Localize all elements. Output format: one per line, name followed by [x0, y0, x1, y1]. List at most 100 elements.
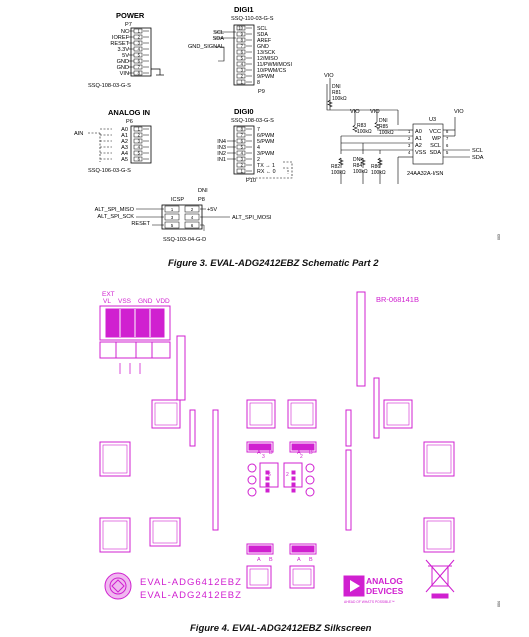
fig3-side-id: 003 — [497, 234, 501, 240]
power-title: POWER — [116, 11, 145, 20]
digit1-pin-number: 10 — [238, 26, 243, 31]
digit0-right-label: TX → 1 — [257, 163, 275, 169]
resistor-label: R81 — [332, 90, 341, 96]
power-pin-label: 5V — [122, 53, 129, 59]
eeprom-right-pin: VCC — [429, 129, 441, 135]
eeprom-right-pin-number: 7 — [446, 136, 449, 141]
digit1-left-label: SDA — [212, 36, 224, 42]
silk-name-2412: EVAL-ADG2412EBZ — [140, 590, 242, 601]
eeprom-signal-scl: SCL — [472, 148, 483, 154]
analog-pin-number: 4 — [138, 145, 141, 150]
resistor-label: R84 — [353, 163, 362, 169]
digit1-left-label: GND_SIGNAL — [188, 44, 224, 50]
pad-letter: A — [297, 557, 301, 563]
eeprom-right-pin: SDA — [429, 150, 441, 156]
analog-pin-label: A5 — [121, 157, 128, 163]
power-pin-label: IOREF — [112, 35, 130, 41]
digit0-left-label: IN3 — [217, 145, 226, 151]
digit1-pin-number: 8 — [241, 38, 244, 43]
digit1-pin-number: 7 — [241, 44, 244, 49]
pad-letter: A — [297, 450, 301, 456]
right-header-strip — [356, 291, 366, 387]
power-pin-number: 4 — [138, 47, 141, 52]
digit1-part: SSQ-110-03-G-S — [231, 16, 274, 22]
analog-pin-number: 2 — [138, 133, 141, 138]
logo-line-analog: ANALOG — [366, 576, 403, 586]
silk-name-6412: EVAL-ADG6412EBZ — [140, 577, 242, 588]
digit0-right-label: 3/PWM — [257, 151, 274, 157]
digit1-right-labels: SCLSDAAREFGND13/SCK12/MISO11/PWM/MOSI10/… — [257, 26, 292, 86]
digit0-pin-number: 1 — [241, 169, 244, 174]
digit0-pin-number: 5 — [241, 145, 244, 150]
header-strip-e — [373, 377, 380, 439]
analog-pin-number: 6 — [138, 157, 141, 162]
icsp-pin-number: 5 — [171, 223, 174, 228]
logo-tagline: AHEAD OF WHAT'S POSSIBLE™ — [344, 600, 395, 604]
vio-label-4: VIO — [454, 109, 464, 115]
resistor-label: 100kΩ — [353, 169, 368, 175]
silk-top-label: VL — [103, 298, 111, 305]
power-pin-number: 3 — [138, 41, 141, 46]
icsp-right-label: ALT_SPI_MOSI — [232, 215, 272, 221]
digit1-pin-number: 9 — [241, 32, 244, 37]
icsp-dni: DNI — [198, 188, 208, 194]
digit1-left-label: SCL — [213, 30, 224, 36]
silk-top-label: GND — [138, 298, 153, 305]
silk-board-id: BR-068141B — [376, 295, 419, 304]
resistor-label: DNI — [353, 157, 362, 163]
power-pin-number: 8 — [138, 71, 141, 76]
eeprom-signal-sda: SDA — [472, 155, 484, 161]
fiducial-badge — [104, 572, 132, 600]
power-part: SSQ-108-03-G-S — [88, 83, 131, 89]
header-strip-a — [189, 409, 196, 447]
analog-pin-label: A4 — [121, 151, 128, 157]
power-pin-label: RESET — [110, 41, 129, 47]
digit1-right-label: AREF — [257, 38, 272, 44]
analog-pin-number: 1 — [138, 127, 141, 132]
switch-footprints — [246, 441, 317, 555]
eeprom-right-pin-number: 5 — [446, 150, 449, 155]
digit1-pin-number: 2 — [241, 74, 244, 79]
power-ref: P7 — [125, 22, 132, 28]
silk-top-label: VSS — [118, 298, 132, 305]
weee-bin-icon — [425, 559, 455, 599]
analog-pin-label: A1 — [121, 133, 128, 139]
pad-letter: A — [257, 450, 261, 456]
eeprom-left-pin: A2 — [415, 143, 422, 149]
resistor-label: R83 — [357, 123, 366, 129]
power-pin-label: GND — [117, 65, 129, 71]
power-pin-label: VIN — [120, 71, 129, 77]
digit1-pin-number: 1 — [241, 80, 244, 85]
digit1-right-label: 9/PWM — [257, 74, 274, 80]
resistor-label: R86 — [371, 164, 380, 170]
digit0-pin-number: 2 — [241, 163, 244, 168]
digit1-right-label: 11/PWM/MOSI — [257, 62, 292, 68]
eeprom-left-pin-number: 2 — [408, 136, 411, 141]
vio-label-2: VIO — [350, 109, 360, 115]
eeprom-left-pin: A0 — [415, 129, 422, 135]
digit0-ref: P10 — [246, 178, 256, 184]
digit0-title: DIGI0 — [234, 107, 254, 116]
digit0-right-label: 5/PWM — [257, 139, 274, 145]
digit1-right-label: 10/PWM/CS — [257, 68, 287, 74]
fig4-side-id: 004 — [497, 601, 501, 607]
digit1-right-label: SCL — [257, 26, 267, 32]
resistor-label: DNI — [379, 118, 388, 124]
analog-part: SSQ-106-03-G-S — [88, 168, 131, 174]
analog-pin-number: 5 — [138, 151, 141, 156]
digit1-pin-number: 3 — [241, 68, 244, 73]
digit1-right-label: 12/MISO — [257, 56, 278, 62]
icsp-label: ICSP — [171, 197, 184, 203]
resistor-label: R82 — [331, 164, 340, 170]
header-strip-b — [345, 409, 352, 447]
